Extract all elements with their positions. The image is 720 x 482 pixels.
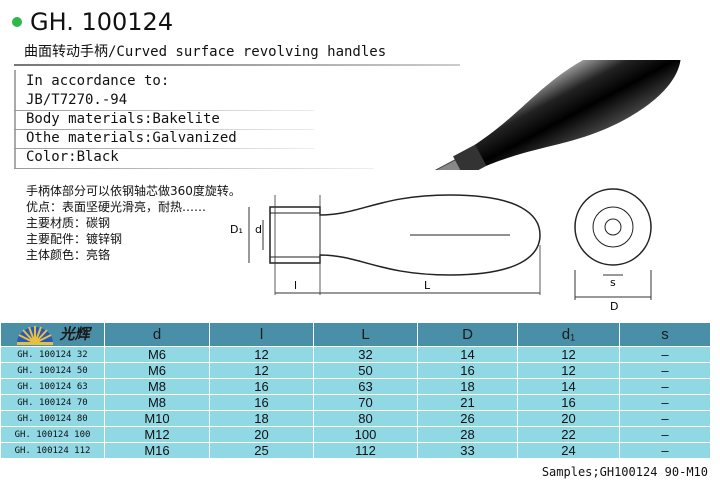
bullet-dot [12,17,22,27]
table-cell: 16 [209,378,314,395]
page-title: GH. 100124 [12,8,173,36]
table-cell: M6 [104,346,210,363]
table-cell: 50 [313,362,418,379]
table-cell: GH. 100124 80 [0,410,105,427]
label-l: l [294,279,297,292]
table-cell: M6 [104,362,210,379]
table-cell: GH. 100124 112 [0,442,105,459]
table-cell: 16 [417,362,518,379]
table-cell: 18 [417,378,518,395]
table-cell: 32 [313,346,418,363]
table-cell: – [619,362,711,379]
table-cell: 14 [517,378,620,395]
table-cell: 33 [417,442,518,459]
divider [14,64,460,66]
spec-line: Color:Black [26,149,119,165]
spec-line: Othe materials:Galvanized [26,130,237,146]
col-header: d₁ [517,322,620,347]
title-text: GH. 100124 [30,8,174,36]
table-cell: 26 [417,410,518,427]
note-line: 优点：表面坚硬光滑亮，耐热…… [26,200,207,214]
table-cell: M8 [104,394,210,411]
table-cell: 12 [517,362,620,379]
table-cell: – [619,394,711,411]
table-cell: M16 [104,442,210,459]
handle-photo [423,60,681,170]
table-cell: 20 [209,426,314,443]
table-cell: 22 [517,426,620,443]
table-cell: GH. 100124 70 [0,394,105,411]
table-cell: – [619,346,711,363]
table-cell: 80 [313,410,418,427]
note-line: 主体颜色：亮铬 [26,248,111,262]
col-header: s [619,322,711,347]
table-cell: 24 [517,442,620,459]
technical-drawing: D₁ d l L s D [230,188,652,313]
label-D1: D₁ [230,223,243,236]
table-cell: 16 [209,394,314,411]
divider [14,129,314,130]
table-cell: 112 [313,442,418,459]
table-cell: 21 [417,394,518,411]
table-cell: 18 [209,410,314,427]
samples-note: Samples;GH100124 90-M10 [541,465,708,479]
table-cell: – [619,426,711,443]
label-d: d [255,223,262,236]
table-cell: 16 [517,394,620,411]
spec-line: JB/T7270.-94 [26,92,128,108]
table-cell: GH. 100124 50 [0,362,105,379]
table-cell: 100 [313,426,418,443]
label-s: s [610,276,616,289]
col-header: L [313,322,418,347]
subtitle: 曲面转动手柄/Curved surface revolving handles [24,44,387,60]
table-cell: 28 [417,426,518,443]
table-cell: GH. 100124 100 [0,426,105,443]
table-cell: 12 [517,346,620,363]
col-header: d [104,322,210,347]
table-cell: M12 [104,426,210,443]
note-line: 主要配件：镀锌钢 [26,232,123,246]
table-cell: GH. 100124 32 [0,346,105,363]
table-cell: 12 [209,362,314,379]
spec-border [14,70,16,168]
table-cell: 12 [209,346,314,363]
divider [14,168,374,169]
col-header: D [417,322,518,347]
label-D: D [610,300,618,313]
table-cell: 63 [313,378,418,395]
spec-line: In accordance to: [26,73,170,89]
brand-logo-icon [17,325,54,345]
col-header: l [209,322,314,347]
table-cell: 14 [417,346,518,363]
note-line: 主要材质：碳钢 [26,216,111,230]
note-line: 手柄体部分可以依钢轴芯做360度旋转。 [26,184,241,198]
table-cell: – [619,378,711,395]
table-cell: M10 [104,410,210,427]
table-cell: GH. 100124 63 [0,378,105,395]
divider [14,148,314,149]
divider [14,110,314,111]
table-cell: 25 [209,442,314,459]
logo-text: 光辉 [59,325,90,343]
table-cell: M8 [104,378,210,395]
label-L: L [424,279,431,292]
spec-line: Body materials:Bakelite [26,111,220,127]
table-cell: – [619,410,711,427]
table-cell: 20 [517,410,620,427]
logo-cell: 光辉 [0,322,105,347]
table-cell: 70 [313,394,418,411]
table-cell: – [619,442,711,459]
